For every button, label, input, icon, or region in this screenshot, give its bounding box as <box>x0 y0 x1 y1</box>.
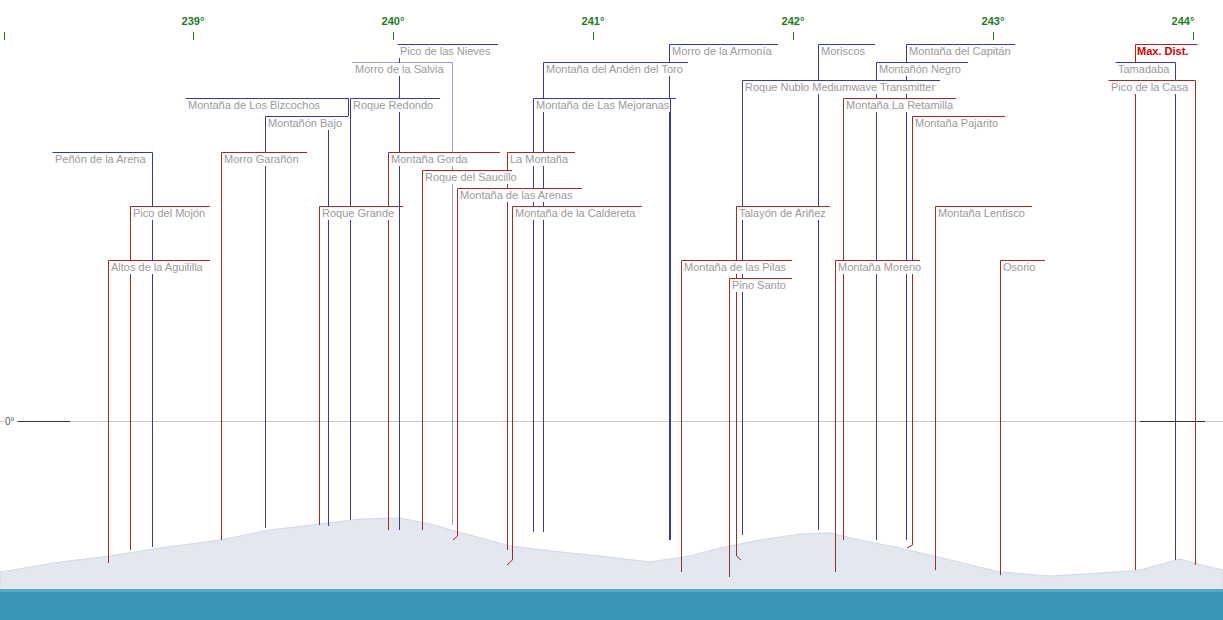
peak-name: Montaña del Andén del Toro <box>545 63 684 76</box>
horizon-label: 0° <box>4 415 16 428</box>
peak-name: Moriscos <box>820 45 866 58</box>
peak-name: Montaña del Capitán <box>908 45 1012 58</box>
peak-name: Montaña de Los Bizcochos <box>187 99 321 112</box>
peak-name: Morro Garañón <box>223 153 300 166</box>
degree-tick: 241° <box>581 15 606 28</box>
peak-name: Pico de la Casa <box>1110 81 1189 94</box>
degree-tick: 239° <box>181 15 206 28</box>
peak-name: Montaña Moreno <box>837 261 922 274</box>
peak-name: Roque Nublo Mediumwave Transmitter <box>744 81 936 94</box>
peak-name: Osorio <box>1002 261 1036 274</box>
degree-tick: 240° <box>381 15 406 28</box>
peak-name: Roque del Saucillo <box>424 171 518 184</box>
peak-name: Montaña La Retamilla <box>845 99 954 112</box>
peak-name: Roque Redondo <box>352 99 434 112</box>
peak-name: Montaña de las Arenas <box>459 189 574 202</box>
peak-name: La Montaña <box>509 153 569 166</box>
peak-name: Roque Grande <box>321 207 395 220</box>
peak-name: Pico del Mojón <box>132 207 206 220</box>
peak-name: Peñón de la Arena <box>54 153 147 166</box>
peak-name: Montañón Bajo <box>267 117 343 130</box>
peak-name: Montaña de la Caldereta <box>514 207 636 220</box>
peak-name: Morro de la Salvia <box>354 63 445 76</box>
peak-name: Morro de la Armonía <box>671 45 773 58</box>
peak-name: Altos de la Aguililla <box>110 261 204 274</box>
peak-name: Pino Santo <box>731 279 787 292</box>
degree-tick: 242° <box>781 15 806 28</box>
peak-name: Montaña Lentisco <box>937 207 1026 220</box>
peak-name: Montaña de las Pilas <box>683 261 787 274</box>
degree-tick: 244° <box>1171 15 1196 28</box>
peak-name: Montaña Gorda <box>390 153 468 166</box>
peak-name: Tamadaba <box>1117 63 1170 76</box>
degree-tick: 243° <box>981 15 1006 28</box>
peak-name: Montañón Negro <box>878 63 962 76</box>
peak-name: Montaña de Las Mejoranas <box>535 99 670 112</box>
max-distance-label: Max. Dist. <box>1136 45 1189 58</box>
peak-name: Talayón de Ariñez <box>738 207 827 220</box>
peak-name: Montaña Pajarito <box>914 117 999 130</box>
peak-name: Pico de las Nieves <box>399 45 492 58</box>
